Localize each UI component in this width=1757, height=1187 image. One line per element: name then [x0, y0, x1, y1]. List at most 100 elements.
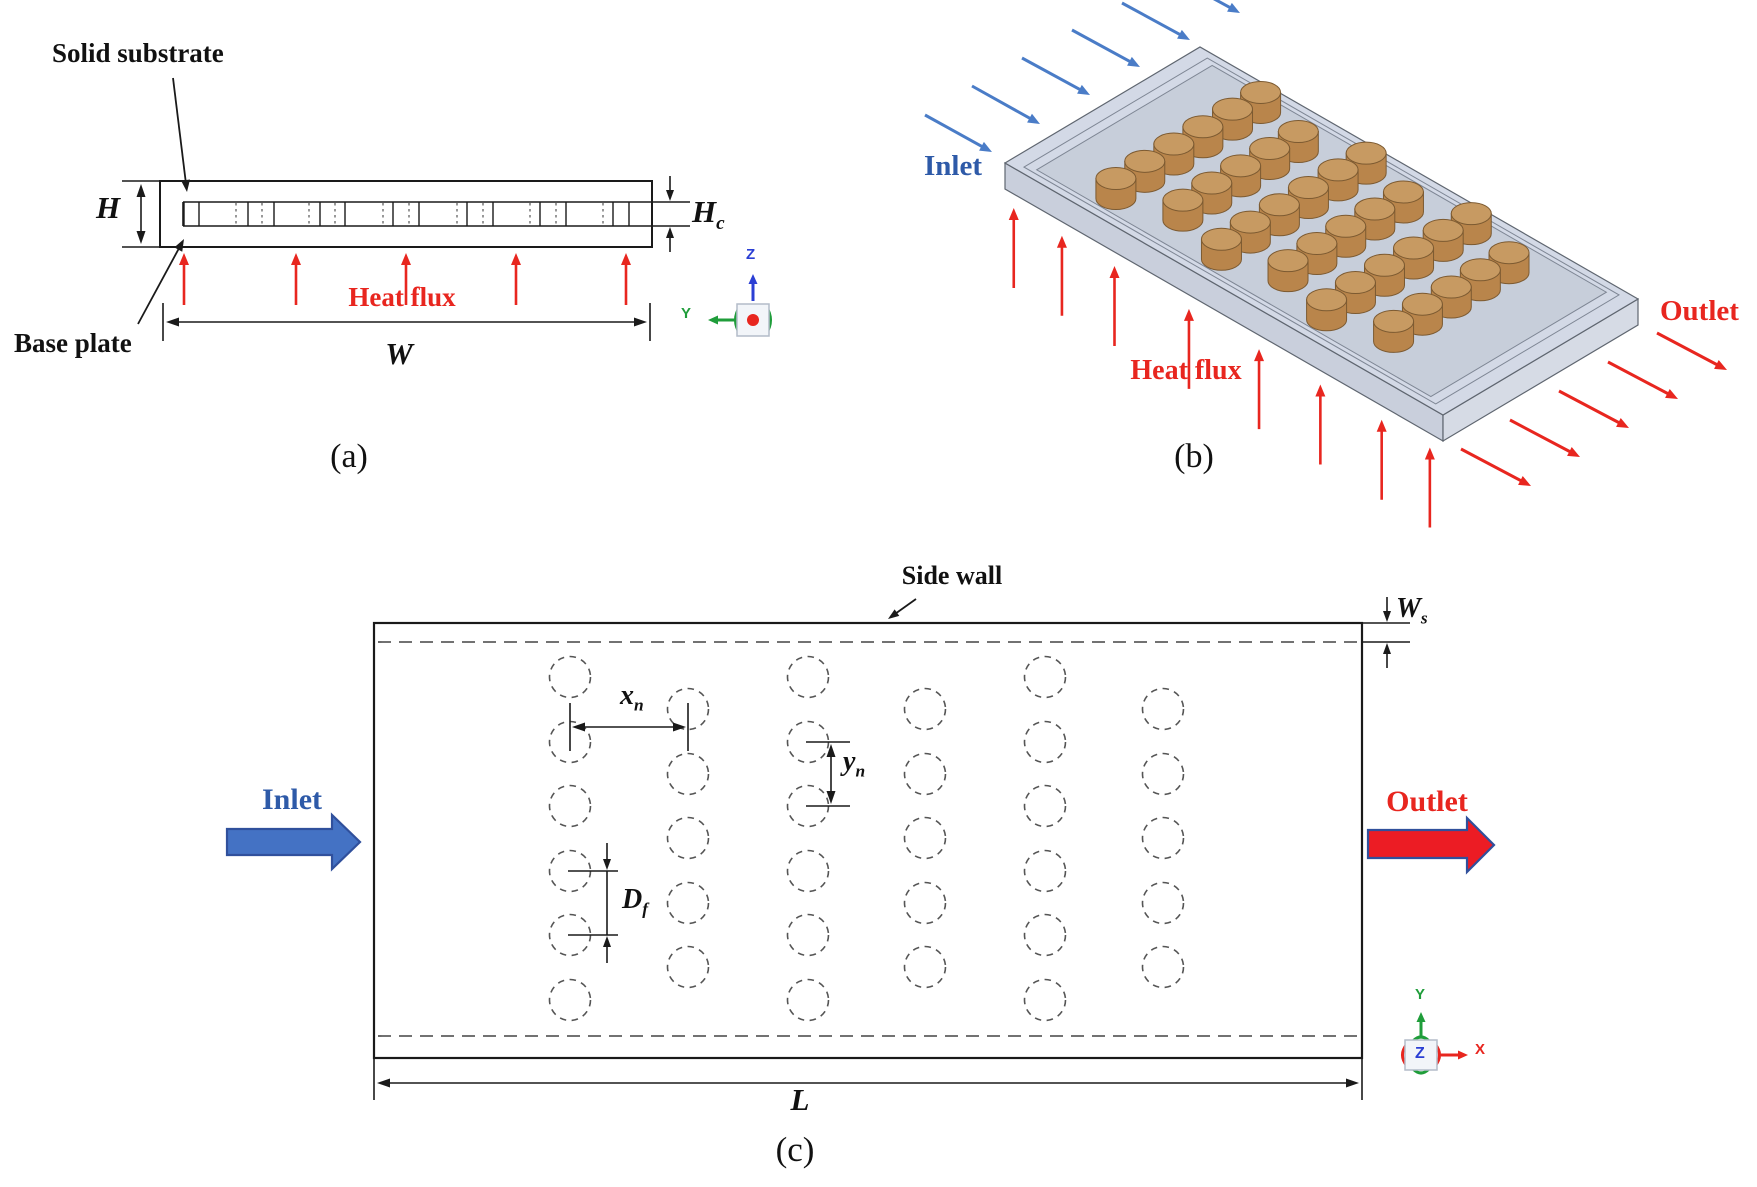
pin-fin-top — [1240, 80, 1282, 104]
pin-fin — [1229, 210, 1271, 254]
pin-fin-dashed-circle — [548, 655, 592, 699]
pin-fin-top — [1430, 275, 1472, 299]
pin-fin-top — [1317, 158, 1359, 182]
pin-fin-dashed-circle — [903, 945, 947, 989]
pin-fin-dashed-circle — [666, 881, 710, 925]
heat-flux-arrow-head — [1376, 419, 1387, 432]
pin-fin-top — [1124, 149, 1166, 173]
pin-fin — [1220, 154, 1262, 198]
pin-fin-top — [1306, 288, 1348, 312]
pin-fin-top — [1191, 171, 1233, 195]
pin-fin-dashed-circle — [786, 913, 830, 957]
pin-fin-dashed-circle — [666, 816, 710, 860]
l-dimension-label: L — [790, 1082, 810, 1117]
axis-triad-c — [1401, 1012, 1468, 1075]
pin-fin-top — [1325, 214, 1367, 238]
channel-rim-edge — [1022, 57, 1621, 405]
pin-fin-top — [1345, 141, 1387, 165]
heat-flux-arrow-head — [1315, 384, 1326, 397]
heat-flux-arrow-head — [1254, 349, 1265, 362]
heat-flux-label-b: Heat flux — [1130, 355, 1242, 386]
inlet-flow-arrow-head — [979, 141, 992, 152]
ws-arrow-up-head — [1383, 643, 1391, 654]
inlet-block-arrow — [225, 812, 362, 872]
pin-fin-dashed-circle — [548, 720, 592, 764]
dim-arrowhead — [136, 231, 146, 244]
channel-outline — [372, 621, 1364, 1060]
panel-a-caption: (a) — [330, 438, 368, 475]
pin-fin-dashed-circle — [1141, 752, 1185, 796]
pin-fin-dashed-circle — [666, 945, 710, 989]
pin-fin-top — [1162, 188, 1204, 212]
outlet-flow-arrow — [1656, 331, 1722, 368]
df-arrow-down-head — [603, 859, 611, 870]
ws-dimension-label: Ws — [1396, 593, 1428, 628]
hc-arrow-down-head — [666, 190, 674, 201]
axis-x-arrow-head — [1458, 1050, 1468, 1060]
inlet-flow-arrow — [924, 113, 987, 150]
df-dimension-label: Df — [622, 884, 649, 919]
dim-arrowhead — [166, 317, 179, 327]
pin-fin — [1200, 227, 1242, 271]
side-wall-label: Side wall — [901, 561, 1003, 590]
pin-fin-dashed-circle — [1023, 720, 1067, 764]
inlet-flow-arrow — [1121, 1, 1185, 38]
pin-fin-dashed-circle — [903, 816, 947, 860]
axis-a-z-label: Z — [746, 246, 756, 263]
dim-arrowhead — [826, 791, 836, 804]
solid-substrate-leader-head — [181, 179, 191, 192]
pin-fin — [1095, 167, 1137, 210]
heat-flux-arrow-head — [179, 253, 189, 265]
pin-fin-dashed-circle — [903, 752, 947, 796]
dim-arrowhead — [826, 744, 836, 757]
pin-fin-top — [1296, 231, 1338, 255]
pin-fin-top — [1258, 193, 1300, 217]
pin-fin-top — [1422, 218, 1464, 242]
pin-fin-top — [1363, 253, 1405, 277]
pin-fin-top — [1401, 292, 1443, 316]
dim-arrowhead — [377, 1078, 390, 1088]
pin-fin-dashed-circle — [1023, 849, 1067, 893]
pin-fin-top — [1267, 249, 1309, 273]
dim-arrowhead — [673, 722, 686, 732]
df-arrow-up-head — [603, 936, 611, 947]
pin-fin-dashed-circle — [1023, 913, 1067, 957]
pin-fin-top — [1200, 227, 1242, 251]
pin-fin — [1306, 288, 1348, 332]
panel-c-caption: (c) — [775, 1130, 815, 1169]
axis-c-y-label: Y — [1415, 986, 1426, 1003]
outlet-block-arrow — [1366, 815, 1496, 875]
pin-fin-top — [1182, 115, 1224, 139]
h-dimension-label: H — [96, 190, 121, 225]
pin-fin-dashed-circle — [548, 978, 592, 1022]
heat-flux-arrow-head — [511, 253, 521, 265]
pin-fin-top — [1393, 236, 1435, 260]
inlet-flow-arrow — [1021, 56, 1085, 93]
heat-flux-arrow-head — [621, 253, 631, 265]
base-plate-label: Base plate — [14, 328, 132, 358]
base-plate-leader-head — [174, 239, 184, 252]
outlet-label-c: Outlet — [1386, 785, 1468, 818]
pin-fin-dashed-circle — [548, 784, 592, 828]
pin-fin — [1373, 309, 1415, 353]
solid-substrate-leader — [172, 77, 188, 185]
inlet-flow-arrow — [971, 84, 1035, 122]
pin-fin-dashed-circle — [786, 978, 830, 1022]
inlet-label-b: Inlet — [924, 150, 982, 182]
axis-a-y-label: Y — [681, 305, 692, 322]
outlet-label-b: Outlet — [1660, 295, 1739, 327]
pin-fin-dashed-circle — [666, 687, 710, 731]
pin-fin-dashed-circle — [786, 849, 830, 893]
heat-flux-arrow-head — [1056, 235, 1067, 248]
pin-fin-top — [1334, 271, 1376, 295]
pin-fin-top — [1354, 197, 1396, 221]
heat-flux-arrow-head — [1424, 447, 1435, 460]
pin-fin-top — [1382, 180, 1424, 204]
heat-flux-label-a: Heat flux — [348, 282, 456, 312]
heat-flux-arrow-head — [291, 253, 301, 265]
outlet-flow-arrow-head — [1616, 417, 1629, 428]
inlet-flow-arrow-head — [1227, 2, 1240, 13]
axis-y-arrow-head — [1416, 1012, 1426, 1022]
outlet-flow-arrow-head — [1518, 475, 1531, 486]
